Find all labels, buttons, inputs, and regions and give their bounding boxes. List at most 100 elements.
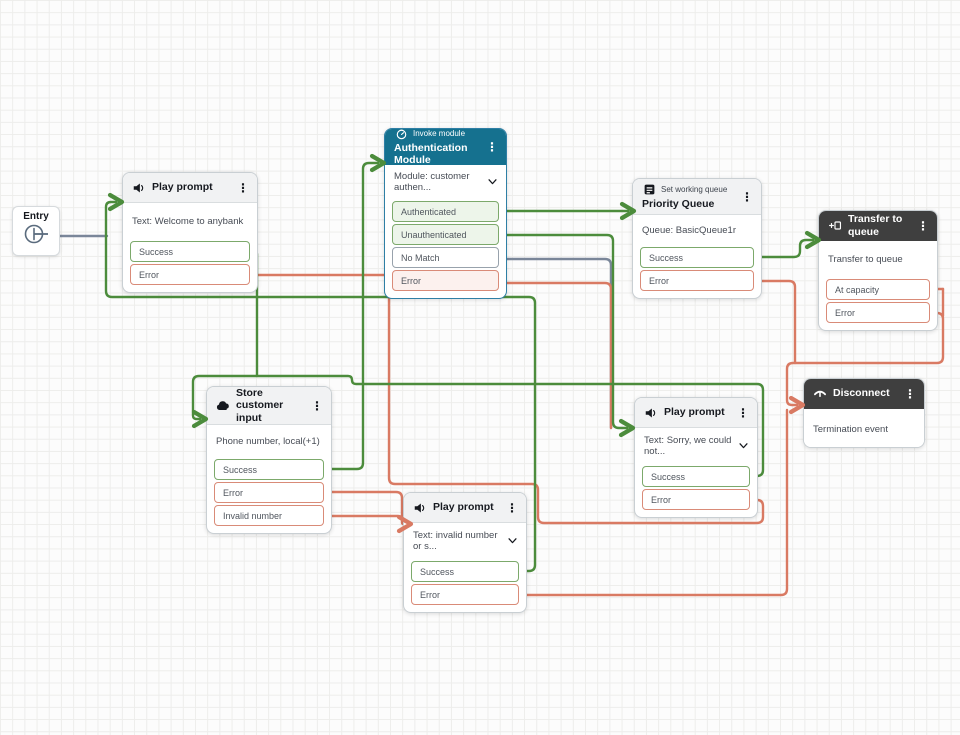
node-title: Play prompt bbox=[664, 406, 725, 419]
node-parameter-text: Text: Welcome to anybank bbox=[132, 215, 244, 227]
kebab-menu-icon[interactable]: ⋮ bbox=[237, 180, 249, 195]
port-success[interactable]: Success bbox=[130, 241, 250, 262]
speaker-icon bbox=[644, 406, 658, 420]
node-header[interactable]: Set working queue Priority Queue ⋮ bbox=[633, 179, 761, 215]
node-parameter-row[interactable]: Text: Sorry, we could not... bbox=[635, 428, 757, 464]
port-label: Unauthenticated bbox=[401, 229, 467, 240]
port-invalid-number[interactable]: Invalid number bbox=[214, 505, 324, 526]
port-success[interactable]: Success bbox=[411, 561, 519, 582]
node-header[interactable]: Disconnect ⋮ bbox=[804, 379, 924, 409]
kebab-menu-icon[interactable]: ⋮ bbox=[486, 139, 498, 154]
edge-auth-error-to-sorry-prompt[interactable] bbox=[498, 281, 613, 430]
kebab-menu-icon[interactable]: ⋮ bbox=[904, 386, 916, 401]
node-header[interactable]: Transfer to queue ⋮ bbox=[819, 211, 937, 241]
edge-no-match-to-sorry-prompt[interactable] bbox=[498, 257, 613, 430]
node-transfer-to-queue[interactable]: Transfer to queue ⋮Transfer to queue At ca… bbox=[818, 210, 938, 331]
port-label: Error bbox=[835, 307, 855, 318]
port-error[interactable]: Error bbox=[214, 482, 324, 503]
port-error[interactable]: Error bbox=[411, 584, 519, 605]
node-header[interactable]: Play prompt ⋮ bbox=[123, 173, 257, 203]
node-disconnect[interactable]: Disconnect ⋮ Termination event bbox=[803, 378, 925, 448]
kebab-menu-icon[interactable]: ⋮ bbox=[741, 189, 753, 204]
kebab-menu-icon[interactable]: ⋮ bbox=[737, 405, 749, 420]
node-parameter-row: Phone number, local(+1) bbox=[207, 425, 331, 457]
edge-store-error-to-invalid-prompt[interactable] bbox=[323, 490, 404, 522]
port-label: Success bbox=[420, 566, 455, 577]
node-title: Store customer input bbox=[236, 387, 284, 424]
node-parameter-text: Text: invalid number or s... bbox=[413, 530, 498, 552]
port-error[interactable]: Error bbox=[640, 270, 754, 291]
edge-invalid-error-to-disconnect[interactable] bbox=[518, 408, 789, 597]
port-error[interactable]: Error bbox=[642, 489, 750, 510]
kebab-menu-icon[interactable]: ⋮ bbox=[917, 218, 929, 233]
node-parameter-text: Text: Sorry, we could not... bbox=[644, 435, 732, 457]
port-unauthenticated[interactable]: Unauthenticated bbox=[392, 224, 499, 245]
block-type-label: Invoke module bbox=[413, 129, 466, 139]
edge-sorry-error-to-auth[interactable] bbox=[387, 274, 765, 525]
node-parameter-text: Queue: BasicQueue1r bbox=[642, 224, 737, 236]
node-priority-queue[interactable]: Set working queue Priority Queue ⋮ Queue: … bbox=[632, 178, 762, 299]
port-label: Error bbox=[649, 275, 669, 286]
node-header[interactable]: Store customer input ⋮ bbox=[207, 387, 331, 425]
transfer-icon bbox=[828, 219, 842, 233]
node-parameter-row[interactable]: Module: customer authen... bbox=[385, 165, 506, 199]
edge-store-invalid-to-invalid-prompt[interactable] bbox=[323, 514, 407, 526]
node-header[interactable]: Invoke module Authentication Module ⋮ bbox=[385, 129, 506, 166]
node-parameter-row[interactable]: Text: invalid number or s... bbox=[404, 523, 526, 559]
node-header[interactable]: Play prompt ⋮ bbox=[635, 398, 757, 428]
speaker-icon bbox=[132, 181, 146, 195]
edge-pq-error-to-disconnect[interactable] bbox=[753, 279, 797, 365]
port-no-match[interactable]: No Match bbox=[392, 247, 499, 268]
node-parameter-text: Termination event bbox=[813, 423, 888, 435]
queue-icon bbox=[642, 183, 656, 197]
port-authenticated[interactable]: Authenticated bbox=[392, 201, 499, 222]
kebab-menu-icon[interactable]: ⋮ bbox=[506, 500, 518, 515]
node-sorry-prompt[interactable]: Play prompt ⋮ Text: Sorry, we could not...… bbox=[634, 397, 758, 518]
port-label: Success bbox=[651, 471, 686, 482]
block-type-label: Set working queue bbox=[661, 185, 728, 195]
edge-pq-success-to-transfer[interactable] bbox=[753, 238, 815, 259]
edge-transfer-error-to-disconnect[interactable] bbox=[785, 311, 945, 407]
edge-unauthenticated-to-sorry-prompt[interactable] bbox=[498, 233, 629, 430]
node-store-customer-input[interactable]: Store customer input ⋮ Phone number, local… bbox=[206, 386, 332, 534]
chevron-down-icon[interactable] bbox=[738, 443, 748, 450]
port-success[interactable]: Success bbox=[640, 247, 754, 268]
kebab-menu-icon[interactable]: ⋮ bbox=[311, 398, 323, 413]
port-label: Error bbox=[223, 487, 243, 498]
port-label: No Match bbox=[401, 252, 440, 263]
node-authentication-module[interactable]: Invoke module Authentication Module ⋮ Modu… bbox=[384, 128, 507, 299]
phone-down-icon bbox=[813, 387, 827, 401]
port-label: Success bbox=[223, 464, 258, 475]
store-input-icon bbox=[216, 399, 230, 413]
node-parameter-row: Text: Welcome to anybank bbox=[123, 203, 257, 239]
port-error[interactable]: Error bbox=[826, 302, 930, 323]
port-success[interactable]: Success bbox=[642, 466, 750, 487]
port-error[interactable]: Error bbox=[130, 264, 250, 285]
node-invalid-number-prompt[interactable]: Play prompt ⋮ Text: invalid number or s...… bbox=[403, 492, 527, 613]
node-title: Priority Queue bbox=[642, 197, 715, 210]
node-parameter-row: Queue: BasicQueue1r bbox=[633, 215, 761, 245]
entry-label: Entry bbox=[23, 211, 49, 222]
edge-invalid-success-to-welcome[interactable] bbox=[104, 200, 537, 573]
edge-store-success-to-auth[interactable] bbox=[323, 161, 380, 471]
port-label: Success bbox=[649, 252, 684, 263]
port-at-capacity[interactable]: At capacity bbox=[826, 279, 930, 300]
node-title: Disconnect bbox=[833, 387, 890, 400]
node-header[interactable]: Play prompt ⋮ bbox=[404, 493, 526, 523]
node-title: Play prompt bbox=[433, 501, 494, 514]
stopwatch-icon bbox=[394, 129, 408, 141]
port-success[interactable]: Success bbox=[214, 459, 324, 480]
port-error[interactable]: Error bbox=[392, 270, 499, 291]
port-label: Invalid number bbox=[223, 510, 283, 521]
node-title: Transfer to queue bbox=[848, 213, 903, 238]
chevron-down-icon[interactable] bbox=[487, 179, 497, 186]
node-title: Play prompt bbox=[152, 181, 213, 194]
node-title: Authentication Module bbox=[394, 141, 468, 166]
entry-node[interactable]: Entry bbox=[12, 206, 60, 256]
chevron-down-icon[interactable] bbox=[507, 538, 517, 545]
